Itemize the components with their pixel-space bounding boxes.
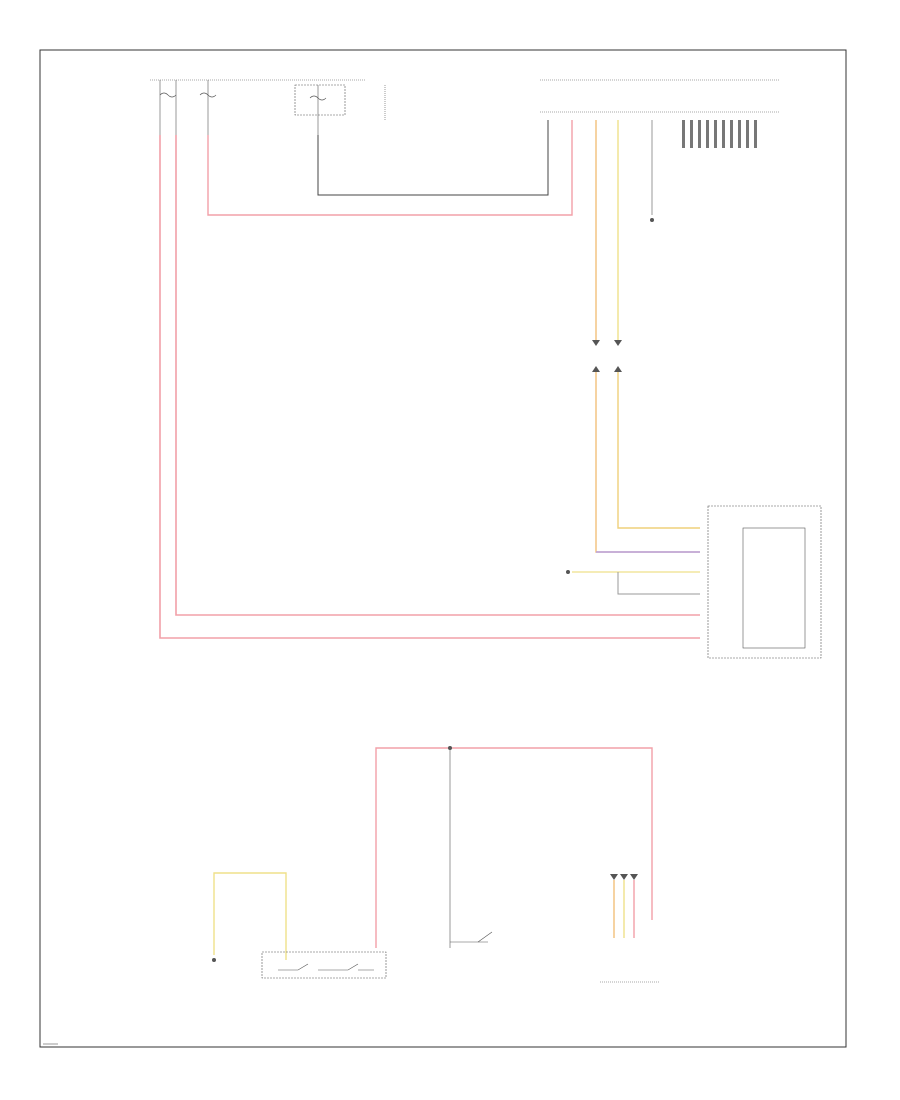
wire-red-long-a xyxy=(175,135,700,616)
ground-symbol-bottom-left xyxy=(212,958,216,962)
brake-switch-center xyxy=(450,931,493,943)
splice-center xyxy=(448,746,452,750)
wire-gray-mid xyxy=(617,572,700,595)
wire-red-fuse-module xyxy=(207,120,573,216)
wire-yellow-lower xyxy=(617,372,700,529)
diagram-frame xyxy=(39,49,847,1048)
wire-red-long-b xyxy=(159,135,700,639)
wire-orange-lower xyxy=(595,372,700,553)
steering-column-module xyxy=(540,79,780,113)
ground-symbol-left-mid xyxy=(566,570,570,574)
ground-symbol-top xyxy=(650,218,654,222)
fuse-block xyxy=(150,79,386,135)
brake-light-switch xyxy=(261,951,387,979)
wire-red-bottom-bus xyxy=(375,747,653,948)
instrument-cluster xyxy=(707,505,822,659)
connector-pins xyxy=(682,120,757,148)
connector-mid xyxy=(592,340,622,372)
wire-black-fuse-module xyxy=(317,120,549,196)
connector-bottom-right xyxy=(610,874,638,938)
wire-yellow-bottom-left xyxy=(213,872,287,960)
